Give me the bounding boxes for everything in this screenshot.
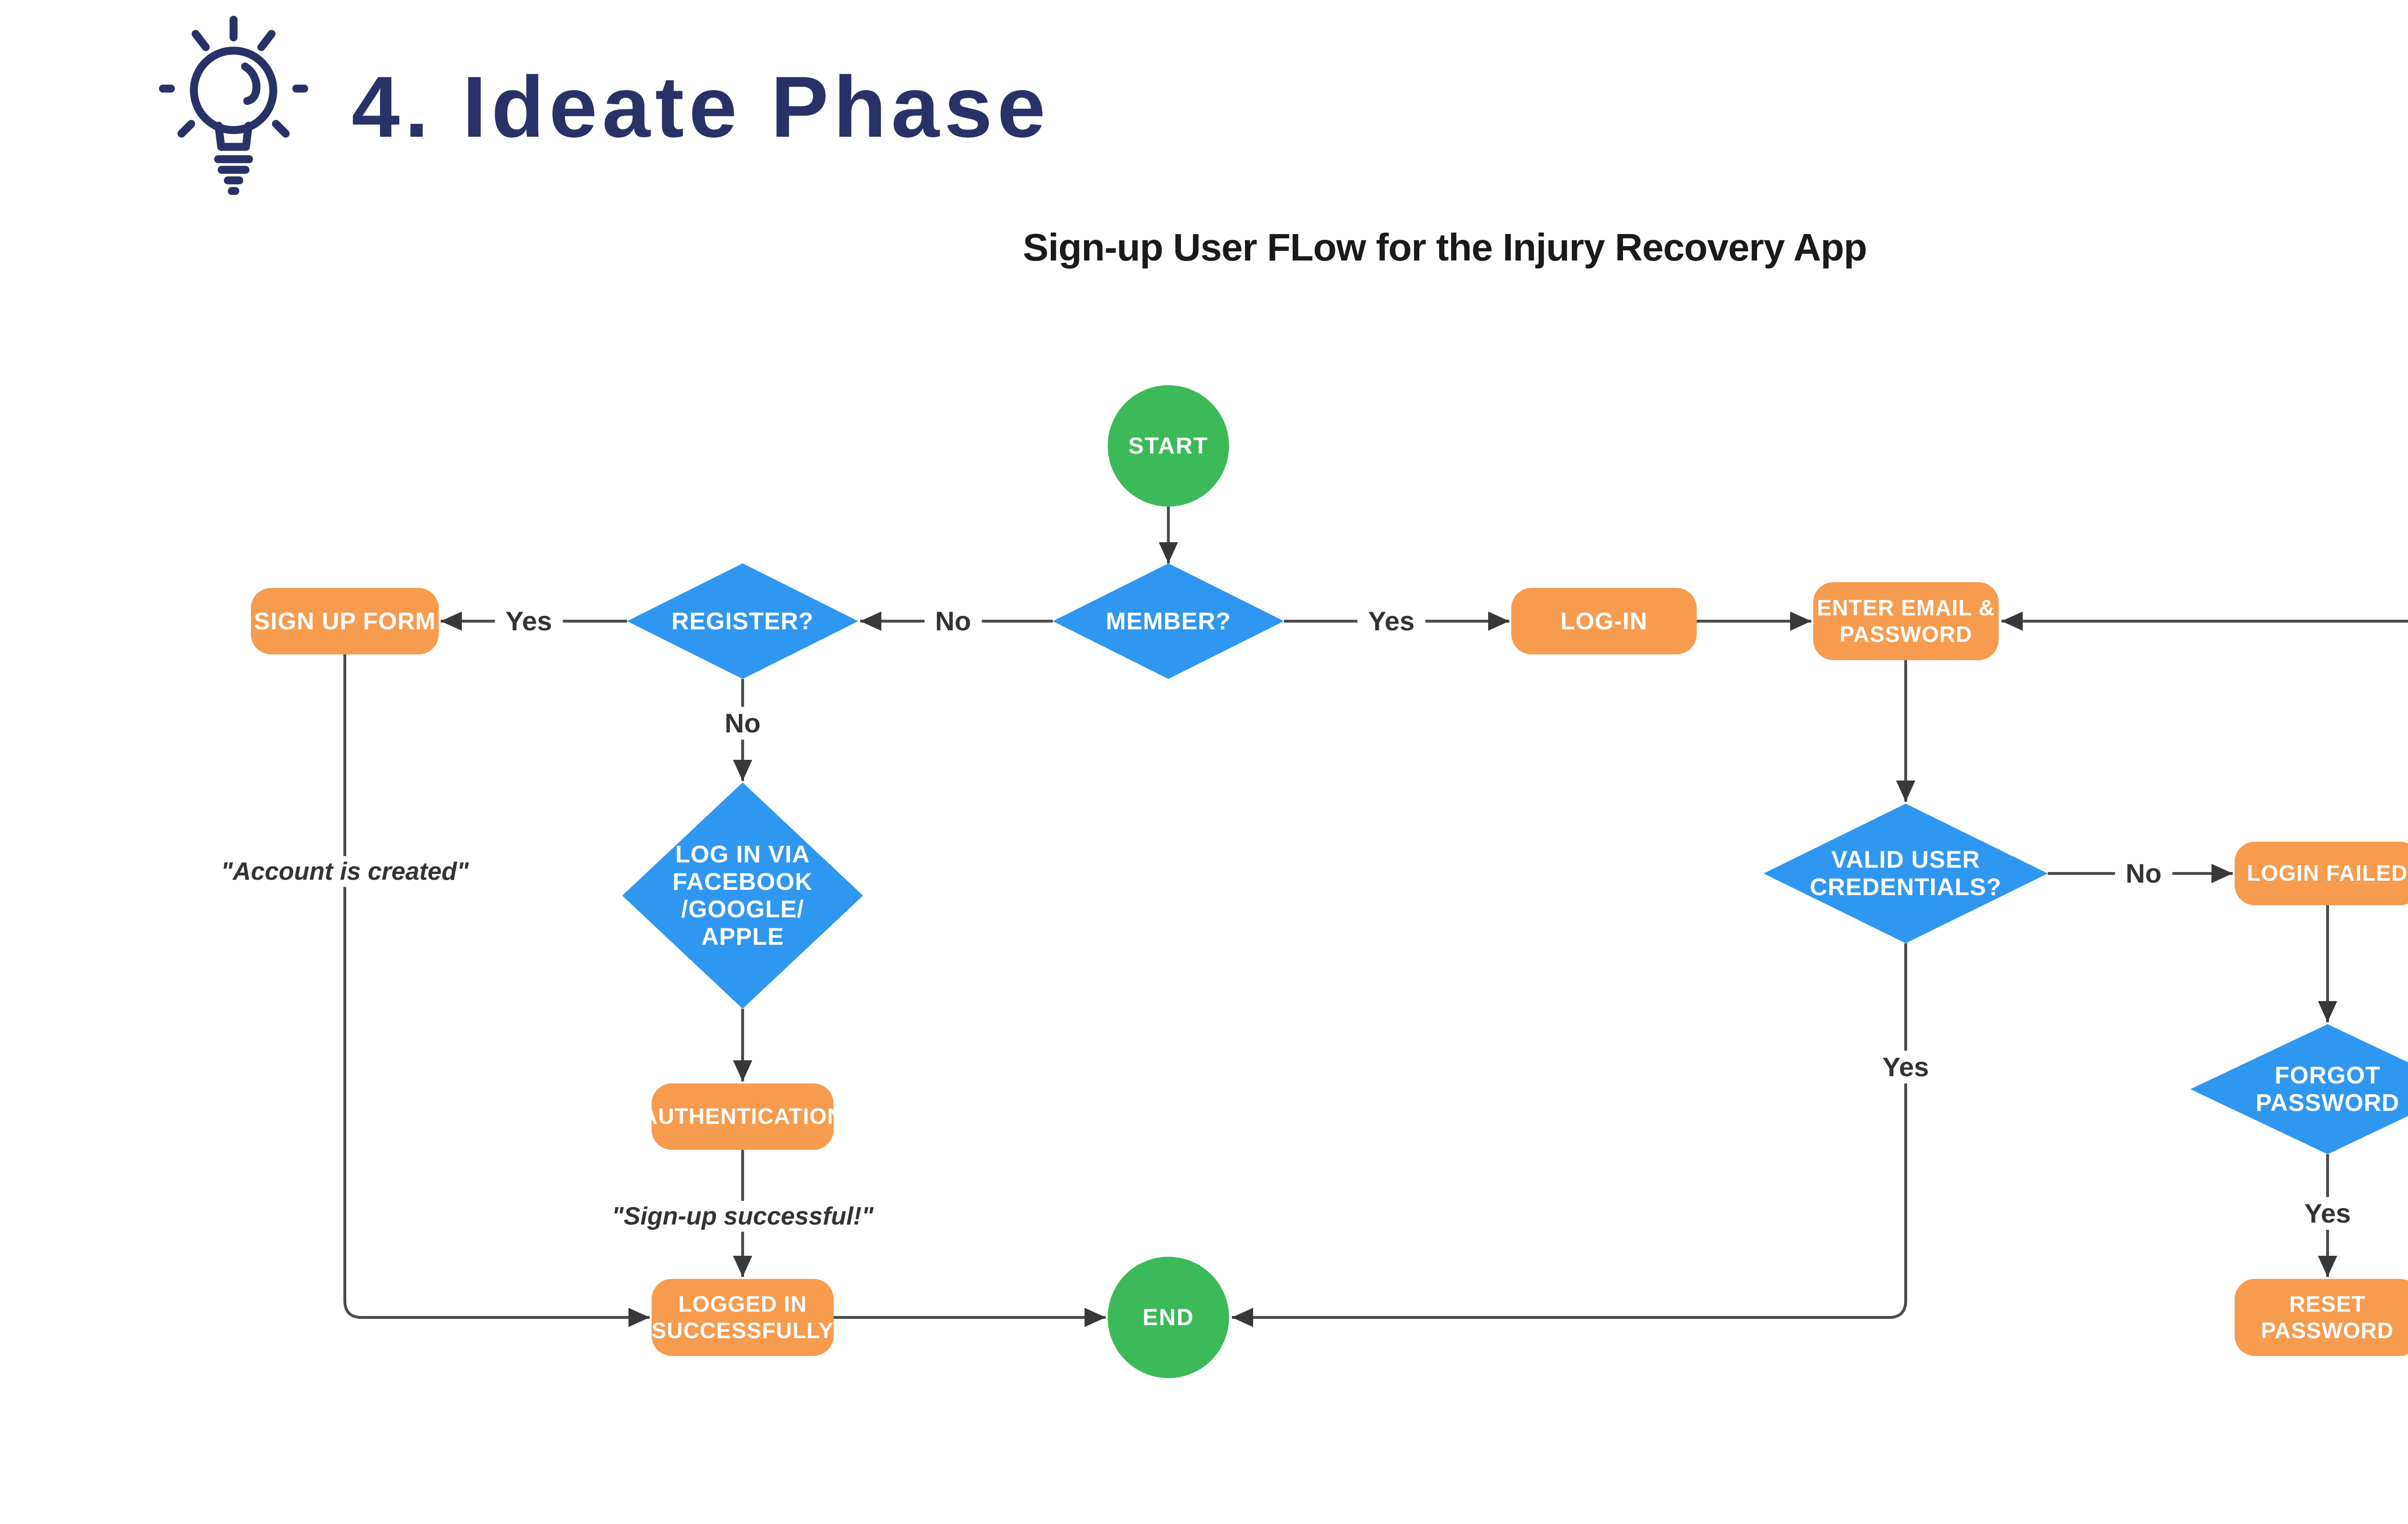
edge-label-valid-no[interactable]: No [2115, 857, 2172, 890]
node-enter-email-password[interactable]: ENTER EMAIL & PASSWORD [1813, 582, 1999, 660]
node-reset-password[interactable]: RESET PASSWORD [2235, 1279, 2408, 1356]
ray-upper-right [257, 30, 276, 52]
annotation-account-created[interactable]: "Account is created" [212, 856, 478, 887]
ray-lower-left [177, 120, 196, 138]
edge-label-valid-yes[interactable]: Yes [1871, 1051, 1940, 1083]
node-start[interactable]: START [1108, 385, 1229, 507]
page-title: 4. Ideate Phase [352, 58, 1050, 156]
annotation-signup-successful[interactable]: "Sign-up successful!" [603, 1201, 882, 1232]
bulb-neck [214, 121, 253, 151]
ray-lower-right [272, 120, 290, 138]
bulb-outline [190, 46, 277, 134]
edge-signup-loggedin [343, 654, 650, 1327]
edge-valid-end-yes [1232, 943, 1907, 1327]
bulb-reflection [241, 62, 261, 105]
edge-label-register-yes[interactable]: Yes [495, 605, 563, 638]
edge-label-member-no[interactable]: No [924, 605, 982, 638]
node-login-failed[interactable]: LOGIN FAILED [2235, 842, 2408, 905]
node-end[interactable]: END [1108, 1257, 1229, 1378]
node-sign-up-form[interactable]: SIGN UP FORM [251, 588, 439, 654]
lightbulb-icon [159, 15, 308, 195]
edge-label-forgot-yes[interactable]: Yes [2293, 1197, 2362, 1230]
node-logged-in-successfully[interactable]: LOGGED IN SUCCESSFULLY [652, 1279, 834, 1356]
diagram-title: Sign-up User FLow for the Injury Recover… [1022, 226, 1867, 269]
edge-label-member-yes[interactable]: Yes [1357, 605, 1426, 638]
edge-label-register-no[interactable]: No [714, 707, 772, 740]
node-authentication[interactable]: AUTHENTICATION [641, 1083, 843, 1150]
ray-upper-left [191, 30, 210, 52]
header: 4. Ideate Phase [154, 14, 1050, 200]
node-log-in[interactable]: LOG-IN [1511, 588, 1697, 654]
